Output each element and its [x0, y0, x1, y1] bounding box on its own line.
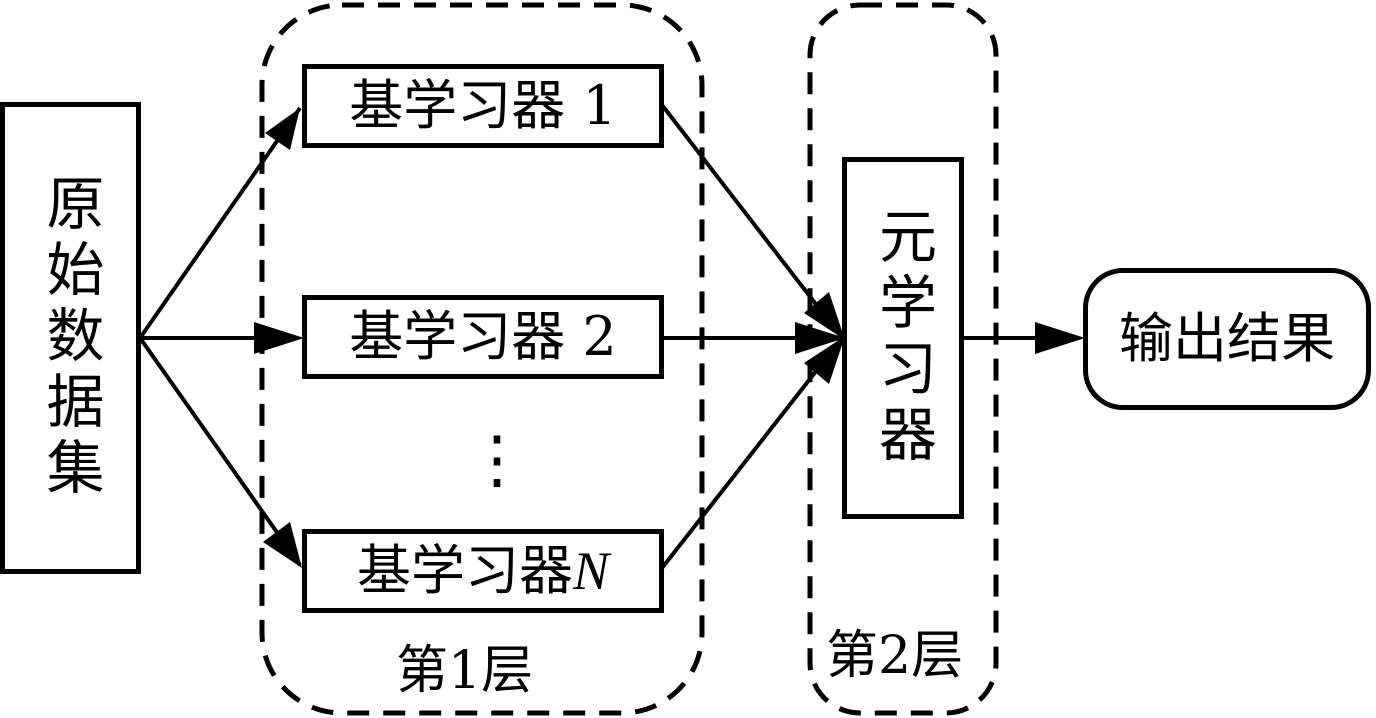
edge-learner-1-to-meta: [660, 103, 844, 340]
layer2-container: [807, 2, 999, 716]
base-learner-index: N: [572, 541, 610, 601]
layer1-title: 第1层: [396, 641, 534, 701]
arrowhead: [804, 336, 845, 384]
arrowhead: [265, 108, 300, 150]
base-learner-name: 基学习器: [356, 539, 573, 602]
base-learner-index: 2: [582, 305, 617, 368]
input-dataset-label: 原始数据集: [36, 173, 105, 503]
input-dataset-node: 原始数据集: [0, 102, 141, 574]
edge-input-to-learner-n: [138, 336, 302, 567]
arrowhead: [263, 522, 302, 568]
output-result-node: 输出结果: [1083, 268, 1371, 410]
base-learner-n-label: 基学习器N: [357, 541, 610, 601]
base-learner-name: 基学习器: [349, 74, 566, 137]
meta-learner-node: 元学习器: [842, 157, 964, 519]
arrowhead: [804, 292, 845, 340]
base-learner-2-label: 基学习器 2: [349, 310, 617, 364]
arrowhead: [795, 322, 845, 354]
ellipsis-vertical: ⋮: [465, 423, 529, 497]
base-learner-2-node: 基学习器 2: [302, 295, 664, 379]
base-learner-1-node: 基学习器 1: [302, 64, 664, 148]
layer2-title: 第2层: [826, 626, 964, 686]
meta-learner-label: 元学习器: [869, 206, 937, 470]
edge-input-to-learner-1: [138, 106, 302, 340]
base-learner-n-node: 基学习器N: [302, 529, 664, 613]
base-learner-index: 1: [582, 74, 617, 137]
base-learner-1-label: 基学习器 1: [349, 79, 617, 133]
base-learner-name: 基学习器: [349, 305, 566, 368]
arrowhead: [1035, 322, 1085, 354]
edge-learner-n-to-meta: [660, 336, 844, 570]
arrowhead: [254, 322, 304, 354]
output-result-label: 输出结果: [1119, 307, 1335, 370]
